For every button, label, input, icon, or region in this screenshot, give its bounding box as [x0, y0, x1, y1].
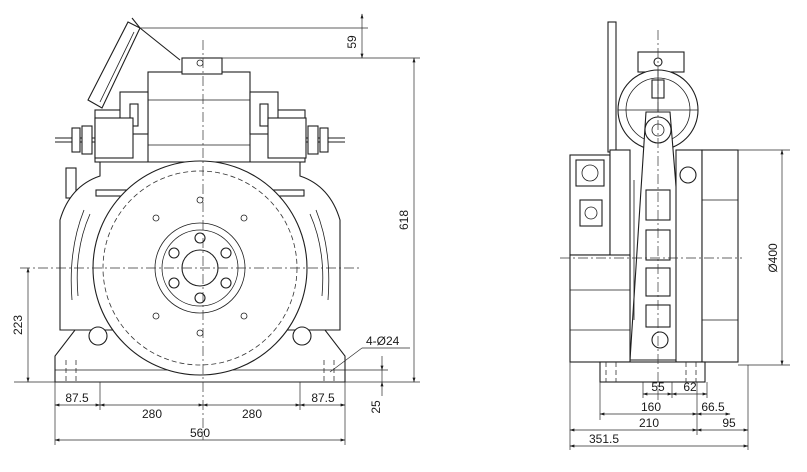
dim-foot-right: 87.5: [311, 391, 335, 405]
dim-foot-left: 87.5: [65, 391, 89, 405]
dim-half-right: 280: [242, 407, 262, 421]
brake-rods: [55, 117, 345, 199]
brake-arm: [87, 17, 181, 109]
dim-95: 95: [722, 416, 736, 430]
dim-66-5: 66.5: [701, 400, 725, 414]
dim-55: 55: [651, 380, 665, 394]
side-view: Ø400 55 62 160 66.5 210 95 351.5: [560, 21, 790, 450]
dim-half-left: 280: [142, 407, 162, 421]
dim-height: 618: [397, 210, 411, 230]
dim-bolt-holes: 4-Ø24: [366, 334, 400, 348]
front-view: 59 618 223 4-Ø24 87.5 280 280 87.5 560 2…: [11, 13, 420, 445]
dim-top-offset: 59: [345, 35, 359, 49]
dim-62: 62: [683, 380, 697, 394]
side-base: [599, 361, 706, 383]
dim-base-thickness: 25: [369, 400, 383, 414]
dim-sheave-diameter: Ø400: [766, 243, 780, 273]
dim-210: 210: [639, 416, 659, 430]
dim-overall-depth: 351.5: [589, 432, 619, 446]
dim-shaft-height: 223: [11, 315, 25, 335]
dim-overall-width: 560: [190, 426, 210, 440]
side-housing: [569, 149, 739, 363]
dim-160: 160: [641, 400, 661, 414]
